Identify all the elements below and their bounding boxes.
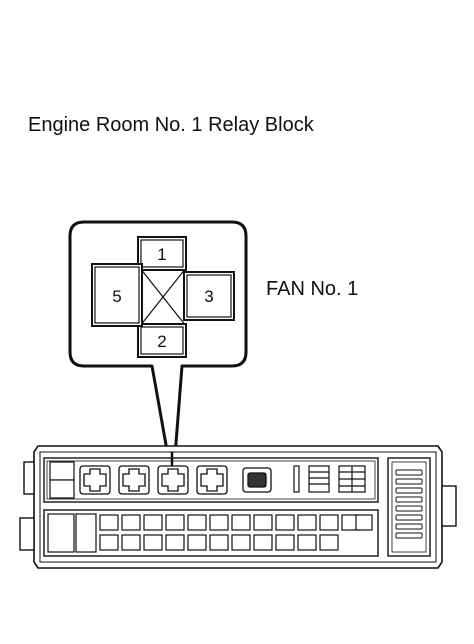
relay-name-label: FAN No. 1 bbox=[266, 278, 359, 300]
relay-socket-row bbox=[79, 465, 228, 495]
relay-callout: 1 2 5 3 bbox=[68, 220, 248, 458]
relay-socket bbox=[79, 465, 111, 495]
terminal-2: 2 bbox=[137, 323, 187, 358]
fuse-group bbox=[293, 465, 366, 493]
terminal-1: 1 bbox=[137, 236, 187, 271]
relay-socket bbox=[196, 465, 228, 495]
relay-socket-fan-no-1 bbox=[157, 465, 189, 495]
lower-fuse-row bbox=[47, 513, 373, 553]
terminal-3: 3 bbox=[183, 271, 235, 321]
pin-label-2: 2 bbox=[157, 332, 166, 351]
small-connector bbox=[242, 467, 272, 493]
pin-label-5: 5 bbox=[112, 287, 121, 306]
relay-center bbox=[139, 267, 187, 327]
right-connector-terminals bbox=[395, 469, 423, 539]
relay-socket bbox=[118, 465, 150, 495]
diagram-title: Engine Room No. 1 Relay Block bbox=[28, 114, 314, 136]
upper-left-slot bbox=[49, 461, 75, 499]
terminal-5: 5 bbox=[91, 263, 143, 327]
pin-label-1: 1 bbox=[157, 245, 166, 264]
pin-label-3: 3 bbox=[204, 287, 213, 306]
